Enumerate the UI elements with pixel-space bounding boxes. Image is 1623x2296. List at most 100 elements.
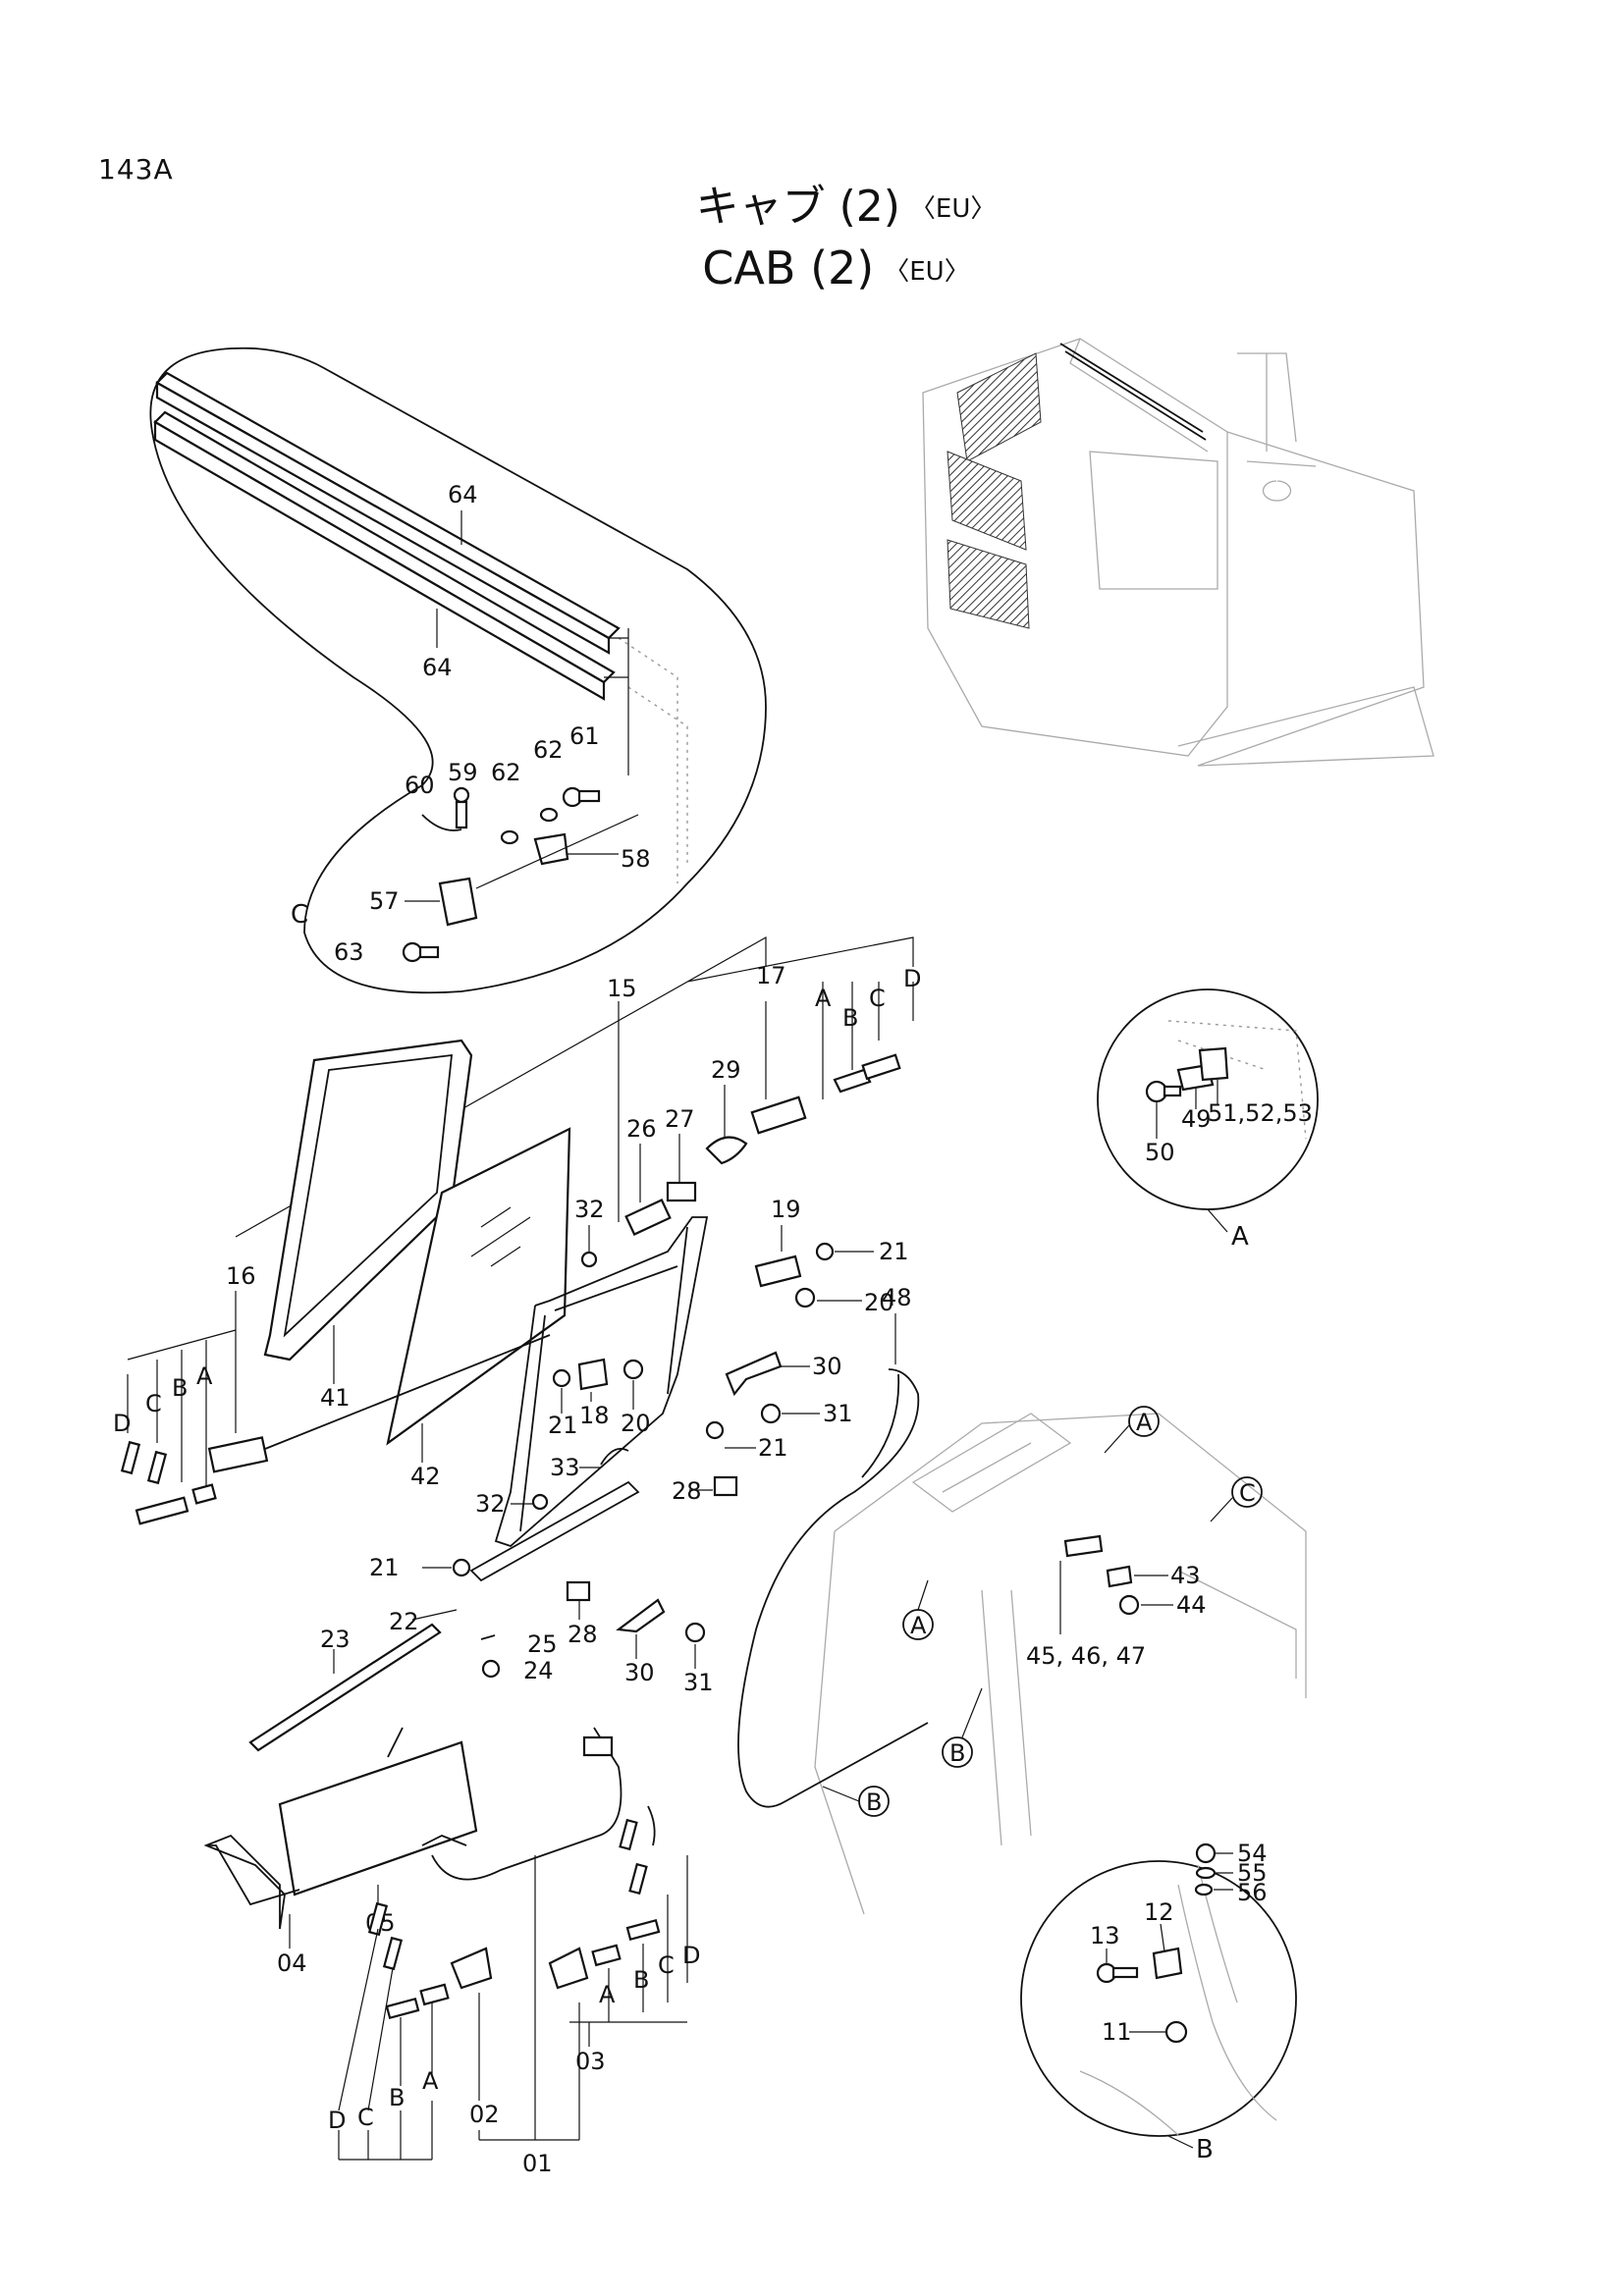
part-03-latch <box>548 1947 589 1990</box>
callout-b-13: 13 <box>1090 1922 1120 1949</box>
part-18-hinge <box>577 1358 609 1391</box>
detail-c-view: 64 64 60 59 62 62 61 57 58 63 C <box>149 347 767 994</box>
callout-b-56: 56 <box>1237 1879 1268 1906</box>
letter-d-02: D <box>328 2107 346 2134</box>
part-44-bolt <box>1118 1594 1140 1616</box>
callout-21-a: 21 <box>879 1238 909 1265</box>
callout-c-57: 57 <box>369 887 400 915</box>
part-12-bracket <box>1152 1947 1183 1980</box>
part-03-pin-d <box>619 1818 638 1851</box>
callout-18: 18 <box>579 1402 610 1429</box>
lower-cab-outline <box>814 1413 1307 1915</box>
callout-c-58: 58 <box>621 845 651 873</box>
callout-32-lower: 32 <box>475 1490 506 1518</box>
detail-a-view: 50 49 51,52,53 A <box>1097 988 1319 1252</box>
part-54-bolt <box>1195 1842 1217 1864</box>
part-16-pin-c <box>146 1450 168 1485</box>
callout-41: 41 <box>320 1384 351 1412</box>
callout-48: 48 <box>882 1284 912 1311</box>
cab-body-lower: 48 A C A B B 43 44 45, 46, <box>737 1284 1307 1915</box>
detail-c-ghost-frame <box>618 637 688 883</box>
title-en-variant: 〈EU〉 <box>884 256 970 287</box>
letter-a-16: A <box>196 1362 213 1390</box>
callout-31-lower: 31 <box>683 1669 714 1696</box>
letter-b-02: B <box>389 2084 405 2111</box>
marker-c <box>1231 1476 1263 1508</box>
letter-c-17: C <box>869 985 886 1012</box>
callout-c-64-upper: 64 <box>448 481 478 508</box>
part-31-bolt-lower <box>684 1622 706 1643</box>
overview-cab-frame <box>922 338 1228 757</box>
overview-glass-middle <box>947 451 1027 551</box>
part-04-channel <box>203 1834 286 1930</box>
part-19-bracket <box>754 1255 802 1288</box>
cab-overview <box>922 338 1434 767</box>
part-11-cap <box>1164 2020 1188 2044</box>
letter-c-02: C <box>357 2104 374 2131</box>
marker-a-left-letter: A <box>910 1612 927 1639</box>
overview-top-rail <box>1059 343 1204 433</box>
part-23-rod <box>248 1623 442 1752</box>
callout-a-49: 49 <box>1181 1105 1212 1133</box>
marker-a-top-letter: A <box>1136 1409 1153 1436</box>
part-02-pin-d <box>367 1901 389 1937</box>
callout-20-a: 20 <box>864 1289 894 1316</box>
part-02-latch <box>450 1947 493 1990</box>
part-59-pin-head <box>453 786 470 804</box>
page-code: 143A <box>98 153 174 186</box>
callout-b-11: 11 <box>1102 2018 1132 2046</box>
part-21-nut-b <box>552 1368 571 1388</box>
part-45-plate <box>1063 1534 1104 1558</box>
part-42-glass <box>386 1127 571 1446</box>
part-16-pin-b <box>135 1496 189 1525</box>
part-63-bolt-shank <box>418 945 440 959</box>
callout-26: 26 <box>626 1115 657 1143</box>
callout-27: 27 <box>665 1105 695 1133</box>
callout-24: 24 <box>523 1657 554 1684</box>
letter-d-16: D <box>113 1410 131 1437</box>
part-56-washer <box>1194 1883 1214 1896</box>
detail-c-label: C <box>291 900 308 930</box>
callout-b-54: 54 <box>1237 1840 1268 1867</box>
callout-21-d: 21 <box>369 1554 400 1581</box>
part-28-cap-upper <box>713 1475 738 1497</box>
letter-b-16: B <box>172 1374 188 1402</box>
part-02-pin-b <box>385 1997 420 2020</box>
callout-c-62b: 62 <box>533 736 564 764</box>
part-21-nut-c <box>705 1420 725 1440</box>
part-41-seal-frame <box>263 1039 473 1362</box>
callout-25: 25 <box>527 1630 558 1658</box>
callout-c-62a: 62 <box>491 759 521 786</box>
part-30-clamp-lower <box>616 1598 666 1633</box>
callout-28-lower: 28 <box>568 1621 598 1648</box>
callout-22: 22 <box>389 1608 419 1635</box>
callout-15: 15 <box>607 975 637 1002</box>
part-03-pin-c <box>628 1862 648 1896</box>
part-60-clip <box>421 814 462 831</box>
part-22-rail <box>469 1480 640 1582</box>
callout-19: 19 <box>771 1196 801 1223</box>
rubber-rail-lower <box>153 410 616 701</box>
part-61-bolt-shank <box>577 789 601 803</box>
part-62-washer-a <box>500 829 519 845</box>
rubber-rail-upper <box>155 371 621 655</box>
part-58-bracket <box>533 832 569 866</box>
part-28-cap-lower <box>566 1580 591 1602</box>
part-43-bracket <box>1106 1565 1133 1588</box>
letter-a-17: A <box>815 985 832 1012</box>
marker-b-middle-letter: B <box>949 1739 965 1767</box>
callout-43: 43 <box>1170 1562 1201 1589</box>
title-en-text: CAB (2) <box>702 241 875 294</box>
callout-17: 17 <box>756 962 786 989</box>
part-29-grommet <box>705 1136 748 1165</box>
part-32-screw-upper <box>580 1251 598 1268</box>
callout-04: 04 <box>277 1949 307 1977</box>
callout-44: 44 <box>1176 1591 1207 1619</box>
overview-glass-lower <box>947 539 1030 629</box>
part-20-bolt-b <box>622 1359 644 1380</box>
part-01-frame <box>431 1727 622 1881</box>
detail-b-outline <box>1020 1860 1297 2137</box>
part-02-pin-c <box>382 1936 404 1971</box>
callout-a-50: 50 <box>1145 1139 1175 1166</box>
